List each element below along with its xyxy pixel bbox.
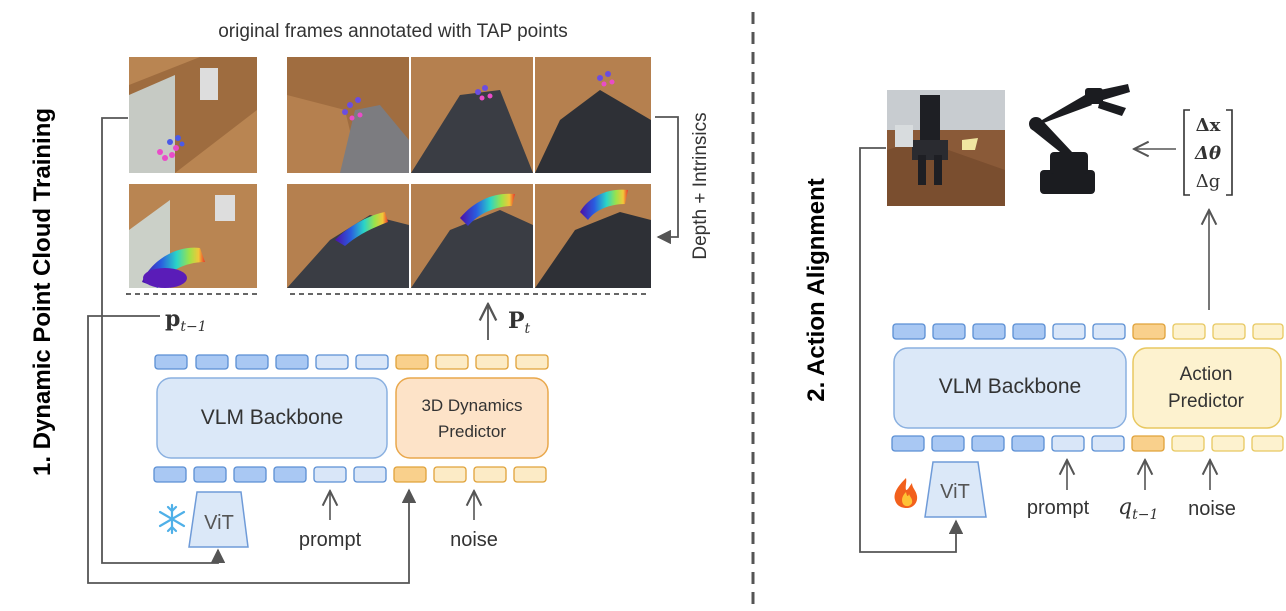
vit-1-label: ViT (204, 512, 234, 534)
vlm-backbone-2 (893, 347, 1127, 429)
section-title-2: 2. Action Alignment (803, 178, 830, 402)
vit-encoder-2 (924, 461, 987, 518)
fire-icon (894, 478, 918, 508)
frame-row-bottom (129, 184, 651, 288)
frame-2-bottom (287, 184, 409, 288)
input-tokens-2 (891, 435, 1284, 452)
noise-2-label: noise (1188, 498, 1236, 520)
action-vector: Δx Δθ Δg (1183, 109, 1233, 196)
action-predictor-line2: Predictor (1168, 391, 1245, 412)
output-tokens-1 (154, 354, 549, 370)
dynamics-predictor (395, 377, 549, 459)
input-tokens-1 (153, 466, 547, 483)
robot-arm-render (1029, 84, 1130, 194)
frame-3-top (411, 57, 533, 173)
noise-1-label: noise (450, 529, 498, 551)
frame-4-top (535, 57, 651, 173)
prompt-1-label: prompt (299, 529, 362, 551)
action-dtheta: Δθ (1194, 143, 1221, 164)
output-tokens-2 (892, 323, 1284, 340)
p-t-label: Pt (508, 308, 531, 337)
p-prev-label: pt−1 (165, 306, 207, 335)
section-title-1: 1. Dynamic Point Cloud Training (29, 108, 56, 476)
frame-1-bottom (129, 184, 257, 288)
q-prev-label: qt−1 (1118, 495, 1158, 523)
frame-4-bottom (535, 184, 651, 288)
dynamics-predictor-line1: 3D Dynamics (421, 396, 522, 415)
depth-intrinsics-label: Depth + Intrinsics (690, 112, 711, 259)
frame-2-top (287, 57, 409, 173)
action-dg: Δg (1196, 171, 1221, 192)
frame-3-bottom (411, 184, 533, 288)
prompt-2-label: prompt (1027, 497, 1090, 519)
frame-1-top (129, 57, 257, 173)
vit-encoder-1 (188, 491, 249, 548)
vlm-backbone-1 (156, 377, 388, 459)
action-predictor (1132, 347, 1282, 429)
dynamics-predictor-line2: Predictor (438, 422, 506, 441)
action-predictor-line1: Action (1180, 364, 1233, 385)
frames-caption: original frames annotated with TAP point… (218, 21, 568, 42)
snowflake-icon (158, 503, 186, 535)
vlm-backbone-2-label: VLM Backbone (939, 375, 1081, 398)
vlm-backbone-1-label: VLM Backbone (201, 406, 343, 429)
vit-2-label: ViT (940, 481, 970, 503)
action-dx: Δx (1196, 115, 1221, 136)
frame-row-top (129, 57, 651, 173)
robot-photo (887, 90, 1005, 206)
